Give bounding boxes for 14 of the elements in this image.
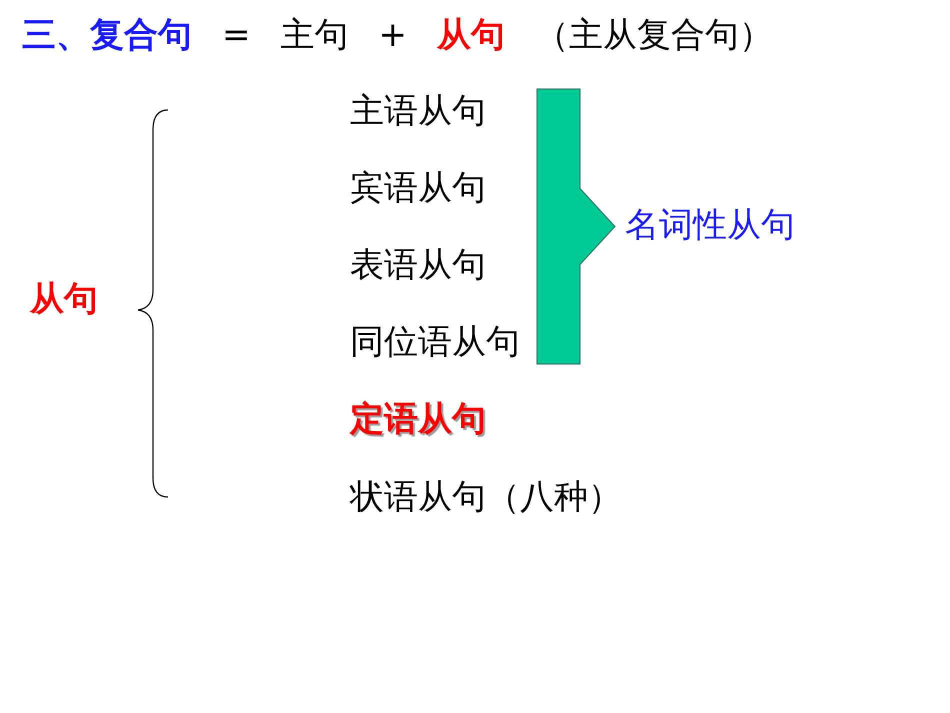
clause-label: 宾语从句	[350, 167, 486, 210]
clause-text: 从句	[437, 14, 505, 57]
main-clause-text: 主句	[280, 14, 348, 57]
equals-sign: =	[222, 14, 250, 57]
clause-label: 定语从句	[350, 398, 486, 441]
title-note: （主从复合句）	[535, 14, 773, 57]
clause-label: 状语从句（八种）	[350, 476, 622, 519]
plus-sign: +	[378, 14, 407, 57]
clause-label: 名词性从句	[625, 204, 795, 247]
title-text: 三、复合句	[22, 14, 192, 57]
clause-label: 从句	[30, 278, 98, 321]
clause-label: 主语从句	[350, 90, 486, 133]
clause-label: 表语从句	[350, 244, 486, 287]
clause-label: 同位语从句	[350, 321, 520, 364]
